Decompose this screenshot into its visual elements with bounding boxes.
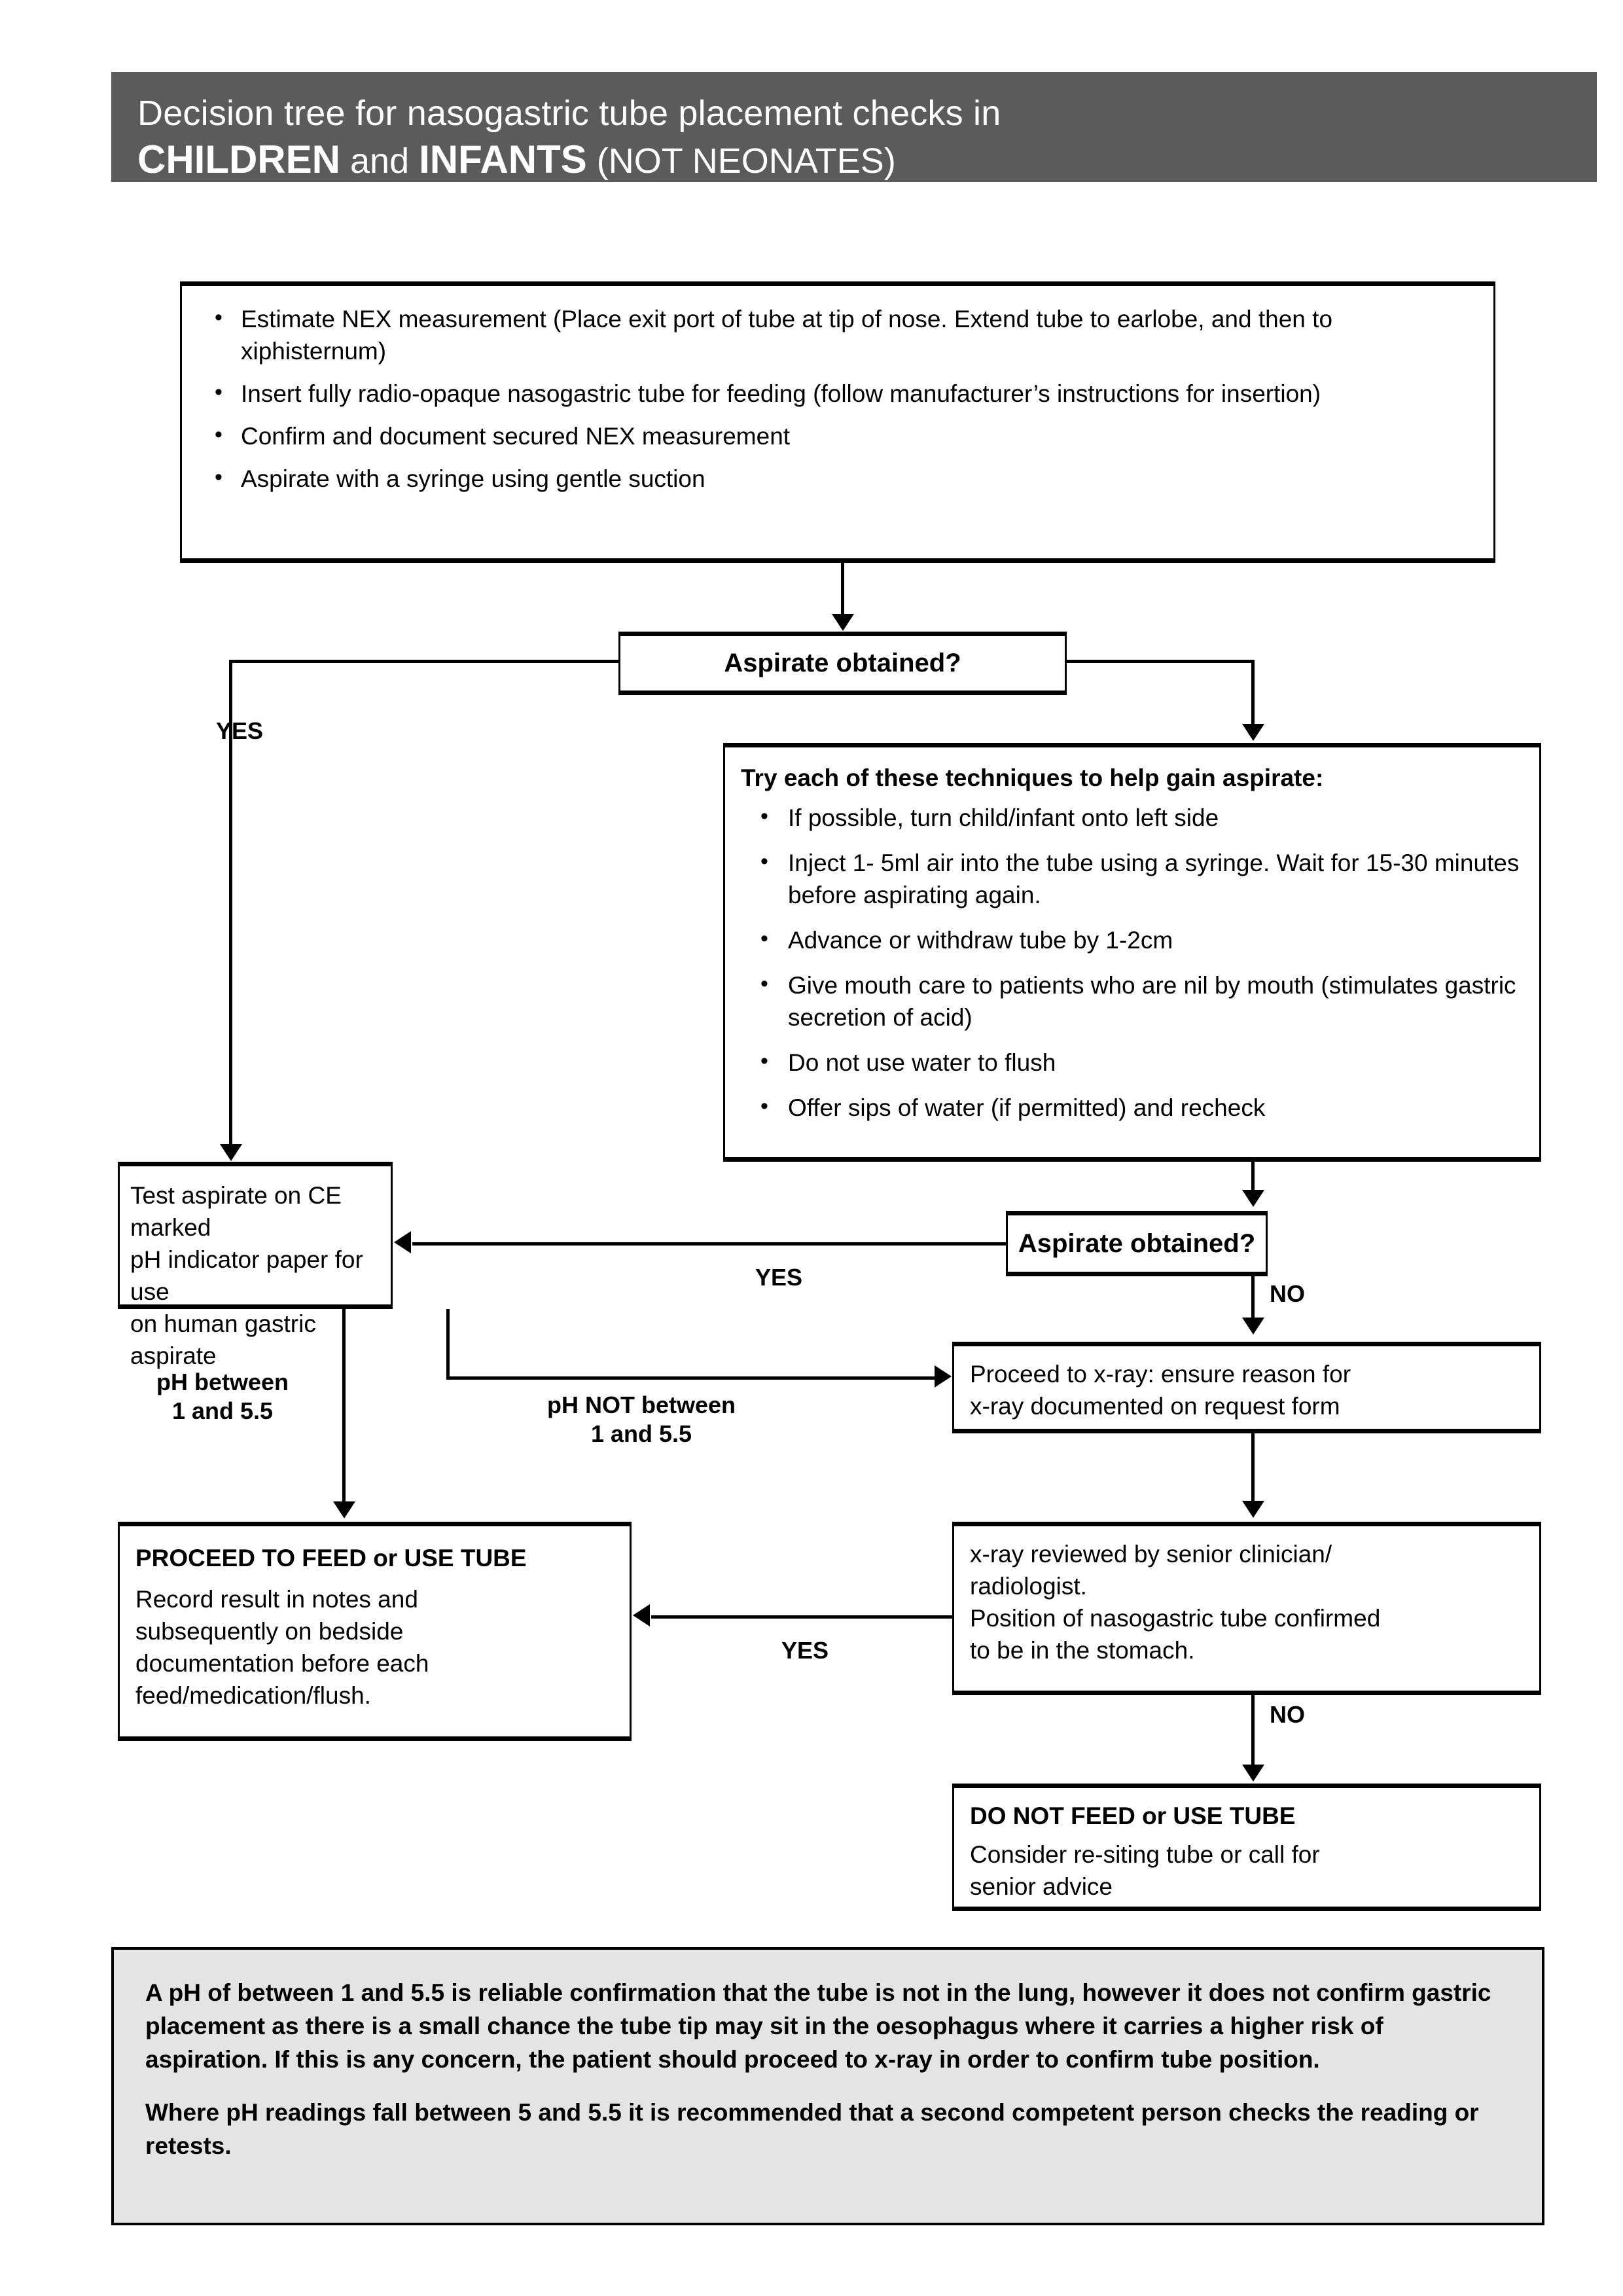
arrow-down-icon	[1242, 1190, 1264, 1207]
list-item: Give mouth care to patients who are nil …	[741, 968, 1524, 1033]
test-aspirate-line2: pH indicator paper for use	[130, 1246, 363, 1305]
edge-label-yes-top: YES	[216, 717, 264, 744]
do-not-feed-box: DO NOT FEED or USE TUBE Consider re-siti…	[952, 1784, 1541, 1911]
header-conjunction: and	[340, 141, 419, 181]
footer-paragraph-2: Where pH readings fall between 5 and 5.5…	[145, 2099, 1479, 2159]
test-aspirate-box: Test aspirate on CE marked pH indicator …	[118, 1162, 393, 1369]
arrow-down-icon	[1242, 1501, 1264, 1518]
proceed-feed-line2: subsequently on bedside	[135, 1618, 404, 1645]
techniques-heading: Try each of these techniques to help gai…	[741, 764, 1324, 791]
edge-label-no-mid: NO	[1270, 1280, 1305, 1307]
header-bold-infants: INFANTS	[419, 137, 587, 181]
edge-label-ph-not-between-line2: 1 and 5.5	[590, 1420, 692, 1447]
connector-ph-between	[342, 1309, 346, 1503]
test-aspirate-line1: Test aspirate on CE marked	[130, 1182, 342, 1241]
page-header-banner: Decision tree for nasogastric tube place…	[111, 72, 1597, 182]
proceed-to-feed-box: PROCEED TO FEED or USE TUBE Record resul…	[118, 1522, 632, 1741]
decision2-label: Aspirate obtained?	[1018, 1229, 1256, 1258]
techniques-box: Try each of these techniques to help gai…	[723, 743, 1541, 1162]
connector-decision1-no-vertical	[1251, 660, 1255, 725]
techniques-list: If possible, turn child/infant onto left…	[741, 800, 1524, 1124]
do-not-feed-line2: senior advice	[970, 1873, 1113, 1900]
connector-techniques-to-decision2	[1251, 1162, 1255, 1191]
edge-label-ph-between-line1: pH between	[156, 1369, 289, 1395]
connector-xray-to-review	[1251, 1433, 1255, 1502]
list-item: Advance or withdraw tube by 1-2cm	[741, 923, 1524, 956]
list-item: Offer sips of water (if permitted) and r…	[741, 1090, 1524, 1124]
connector-review-yes	[651, 1615, 954, 1619]
list-item: Aspirate with a syringe using gentle suc…	[200, 461, 1475, 495]
xray-review-box: x-ray reviewed by senior clinician/ radi…	[952, 1522, 1541, 1695]
list-item: Confirm and document secured NEX measure…	[200, 419, 1475, 452]
connector-decision1-yes-vertical	[229, 660, 232, 1145]
list-item: If possible, turn child/infant onto left…	[741, 800, 1524, 834]
decision-aspirate-obtained-2: Aspirate obtained?	[1006, 1211, 1268, 1276]
connector-decision2-no	[1251, 1276, 1255, 1319]
list-item: Do not use water to flush	[741, 1045, 1524, 1079]
arrow-left-icon	[633, 1604, 650, 1626]
test-aspirate-line3: on human gastric aspirate	[130, 1310, 316, 1369]
xray-request-line1: Proceed to x-ray: ensure reason for	[970, 1361, 1351, 1388]
proceed-feed-line3: documentation before each	[135, 1650, 429, 1677]
xray-request-line2: x-ray documented on request form	[970, 1393, 1340, 1420]
decision1-label: Aspirate obtained?	[724, 649, 961, 677]
header-title-line2: CHILDREN and INFANTS (NOT NEONATES)	[137, 136, 1571, 185]
header-not-neonates: (NOT NEONATES)	[586, 141, 896, 181]
edge-label-ph-not-between-line1: pH NOT between	[546, 1391, 736, 1418]
connector-steps-to-decision1	[841, 563, 844, 615]
header-bold-children: CHILDREN	[137, 137, 340, 181]
connector-decision1-no-horizontal	[1065, 660, 1255, 663]
connector-ph-not-between-vertical	[446, 1309, 450, 1380]
connector-decision2-yes	[412, 1242, 1007, 1246]
footer-paragraph-1: A pH of between 1 and 5.5 is reliable co…	[145, 1979, 1491, 2073]
xray-review-line3: Position of nasogastric tube confirmed	[970, 1605, 1381, 1632]
do-not-feed-title: DO NOT FEED or USE TUBE	[970, 1803, 1296, 1829]
edge-label-yes-mid: YES	[755, 1264, 803, 1291]
xray-review-line1: x-ray reviewed by senior clinician/	[970, 1541, 1332, 1568]
list-item: Inject 1- 5ml air into the tube using a …	[741, 846, 1524, 911]
arrow-down-icon	[333, 1501, 355, 1518]
xray-review-line2: radiologist.	[970, 1573, 1087, 1600]
footer-note-box: A pH of between 1 and 5.5 is reliable co…	[111, 1947, 1544, 2225]
arrow-down-icon	[832, 614, 854, 631]
arrow-left-icon	[394, 1231, 411, 1253]
list-item: Insert fully radio-opaque nasogastric tu…	[200, 376, 1475, 410]
arrow-down-icon	[1242, 724, 1264, 741]
do-not-feed-line1: Consider re-siting tube or call for	[970, 1841, 1320, 1868]
edge-label-ph-between-line2: 1 and 5.5	[171, 1397, 274, 1424]
edge-label-yes-bottom: YES	[781, 1637, 829, 1664]
connector-ph-not-between-horizontal	[446, 1376, 936, 1380]
arrow-right-icon	[935, 1365, 952, 1388]
initial-steps-box: Estimate NEX measurement (Place exit por…	[180, 281, 1495, 563]
connector-decision1-yes-horizontal	[229, 660, 620, 663]
arrow-down-icon	[1242, 1318, 1264, 1335]
proceed-to-xray-box: Proceed to x-ray: ensure reason for x-ra…	[952, 1342, 1541, 1433]
arrow-down-icon	[220, 1144, 242, 1161]
proceed-feed-line4: feed/medication/flush.	[135, 1682, 371, 1709]
proceed-feed-title: PROCEED TO FEED or USE TUBE	[135, 1545, 527, 1571]
edge-label-no-bottom: NO	[1270, 1701, 1305, 1728]
arrow-down-icon	[1242, 1765, 1264, 1782]
proceed-feed-line1: Record result in notes and	[135, 1586, 418, 1613]
connector-review-no	[1251, 1695, 1255, 1766]
header-title-line1: Decision tree for nasogastric tube place…	[137, 94, 1001, 133]
list-item: Estimate NEX measurement (Place exit por…	[200, 302, 1475, 367]
initial-steps-list: Estimate NEX measurement (Place exit por…	[200, 302, 1475, 495]
decision-aspirate-obtained-1: Aspirate obtained?	[618, 632, 1067, 695]
xray-review-line4: to be in the stomach.	[970, 1637, 1195, 1664]
